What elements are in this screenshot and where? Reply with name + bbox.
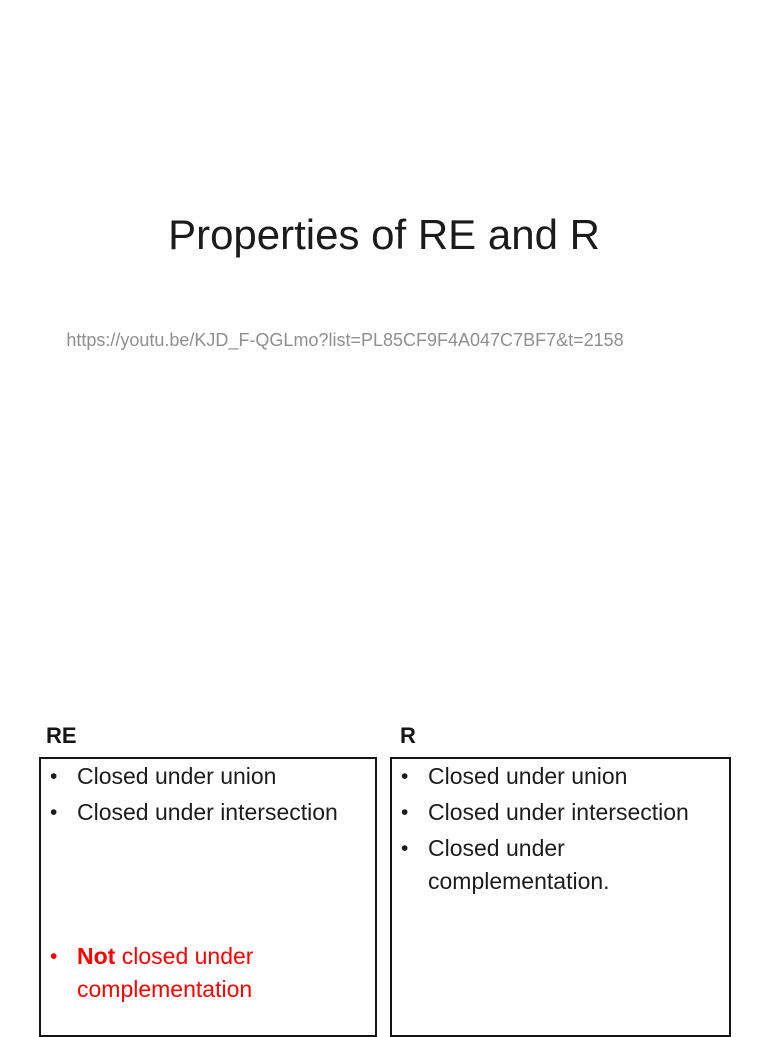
bullet-icon: • [401,801,409,824]
column-header-re: RE [46,723,77,748]
bullet-icon: • [401,765,409,788]
bullet-icon: • [50,765,58,788]
column-header-r: R [400,723,416,748]
bullet-icon: • [401,837,409,860]
video-url-text: https://youtu.be/KJD_F-QGLmo?list=PL85CF… [66,330,624,350]
list-item: • Closed under union [392,760,721,793]
list-item: • Closed under intersection [41,796,367,829]
list-item-text: Closed under intersection [428,799,689,825]
list-item: • Closed under union [41,760,367,793]
bullet-icon: • [50,801,58,824]
list-item-lead-bold: Not [77,943,116,969]
list-item: • Closed under intersection [392,796,721,829]
r-properties-box: • Closed under union • Closed under inte… [390,757,731,1037]
list-item: • Closed under complementation. [392,832,721,898]
bullet-icon: • [50,945,58,968]
list-item-text: Closed under union [428,763,628,789]
list-item-text: Closed under complementation. [428,835,610,894]
list-item-text: closed under complementation [77,943,254,1002]
list-item-text: Closed under union [77,763,277,789]
re-properties-box: • Closed under union • Closed under inte… [39,757,377,1037]
list-item-text: Closed under intersection [77,799,338,825]
slide-title: Properties of RE and R [168,211,600,258]
